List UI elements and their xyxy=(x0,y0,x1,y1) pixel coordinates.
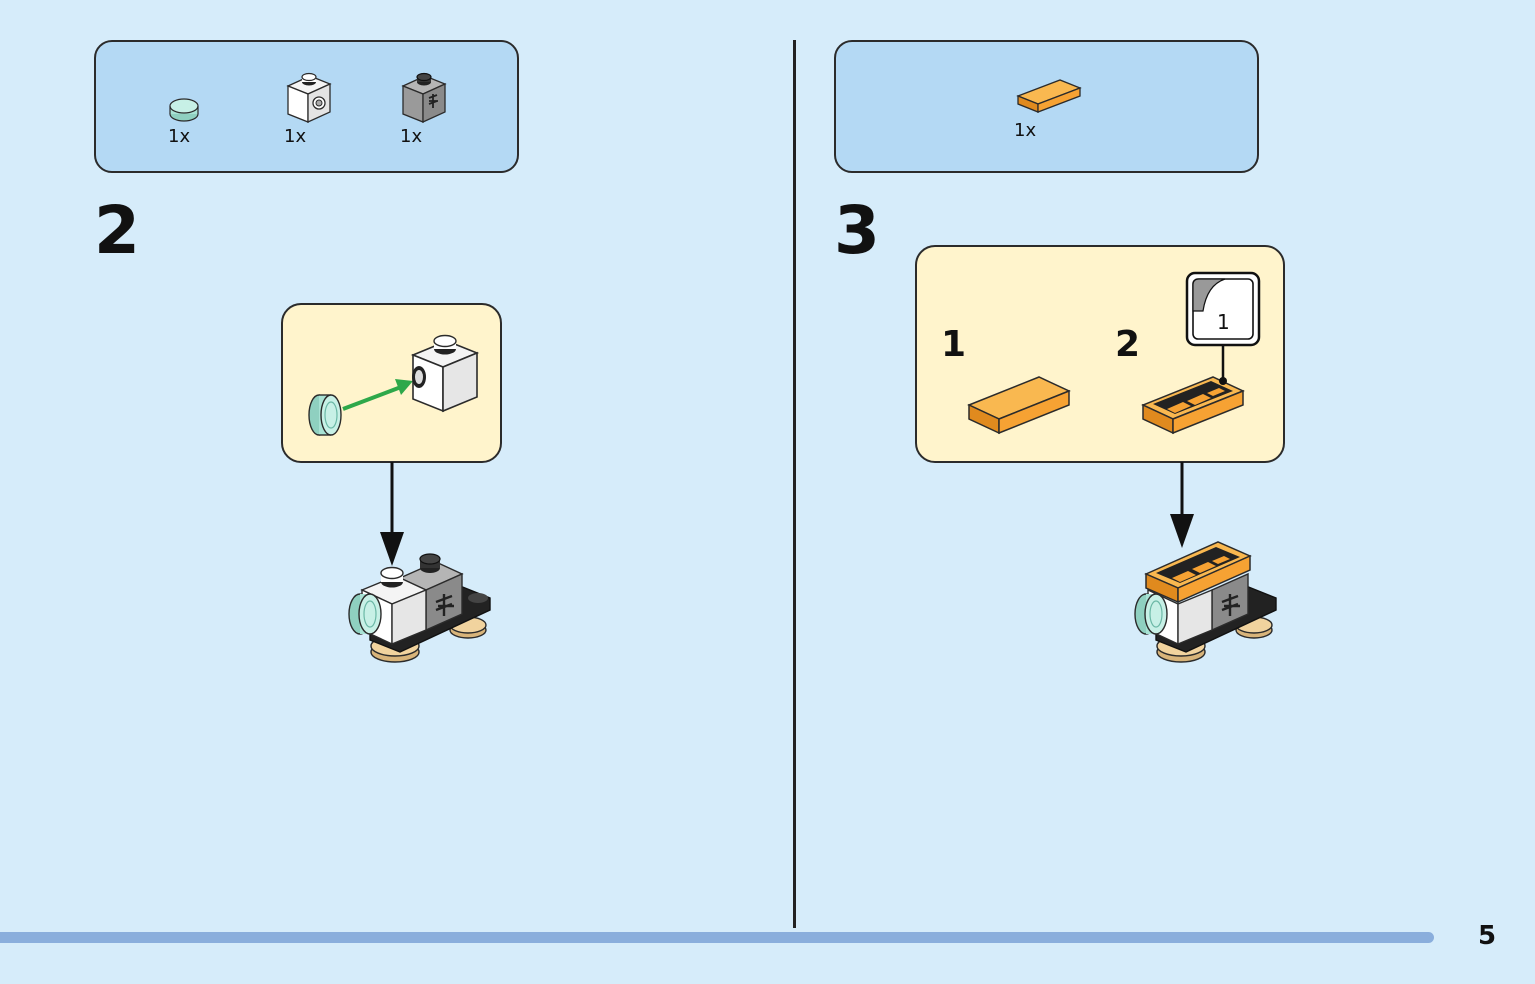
step-number: 3 xyxy=(834,192,880,269)
part-quantity: 1x xyxy=(400,126,423,147)
part-quantity: 1x xyxy=(168,126,191,147)
substep-number: 1 xyxy=(941,324,967,365)
transparent-round-plate-icon xyxy=(169,98,199,122)
parts-list-step-2: 1x 1x 1x xyxy=(94,40,519,173)
footer-bar xyxy=(0,932,1434,943)
down-arrow xyxy=(1170,462,1194,548)
sticker-sheet-icon xyxy=(1185,271,1261,385)
page-divider xyxy=(793,40,796,928)
step-number: 2 xyxy=(94,192,140,269)
grey-brick-icon xyxy=(401,72,447,124)
part-quantity: 1x xyxy=(1014,120,1037,141)
sticker-number: 1 xyxy=(1217,310,1230,334)
white-brick-icon xyxy=(286,72,332,124)
substep-number: 2 xyxy=(1115,324,1141,365)
assembled-model-step-3 xyxy=(1134,541,1277,663)
sub-assembly-callout: 1 2 1 xyxy=(915,245,1285,463)
green-assembly-arrow xyxy=(342,379,413,411)
orange-tile-icon xyxy=(1016,79,1082,113)
assembled-model-step-2 xyxy=(348,553,491,663)
stickered-orange-tile-icon xyxy=(1141,376,1245,435)
part-quantity: 1x xyxy=(284,126,307,147)
parts-list-step-3: 1x xyxy=(834,40,1259,173)
orange-tile-icon xyxy=(967,376,1071,435)
page-number: 5 xyxy=(1478,921,1497,951)
down-arrow xyxy=(380,462,404,566)
transparent-round-plate-icon xyxy=(308,394,342,436)
sub-assembly-callout xyxy=(281,303,502,463)
white-brick-icon xyxy=(410,334,480,413)
